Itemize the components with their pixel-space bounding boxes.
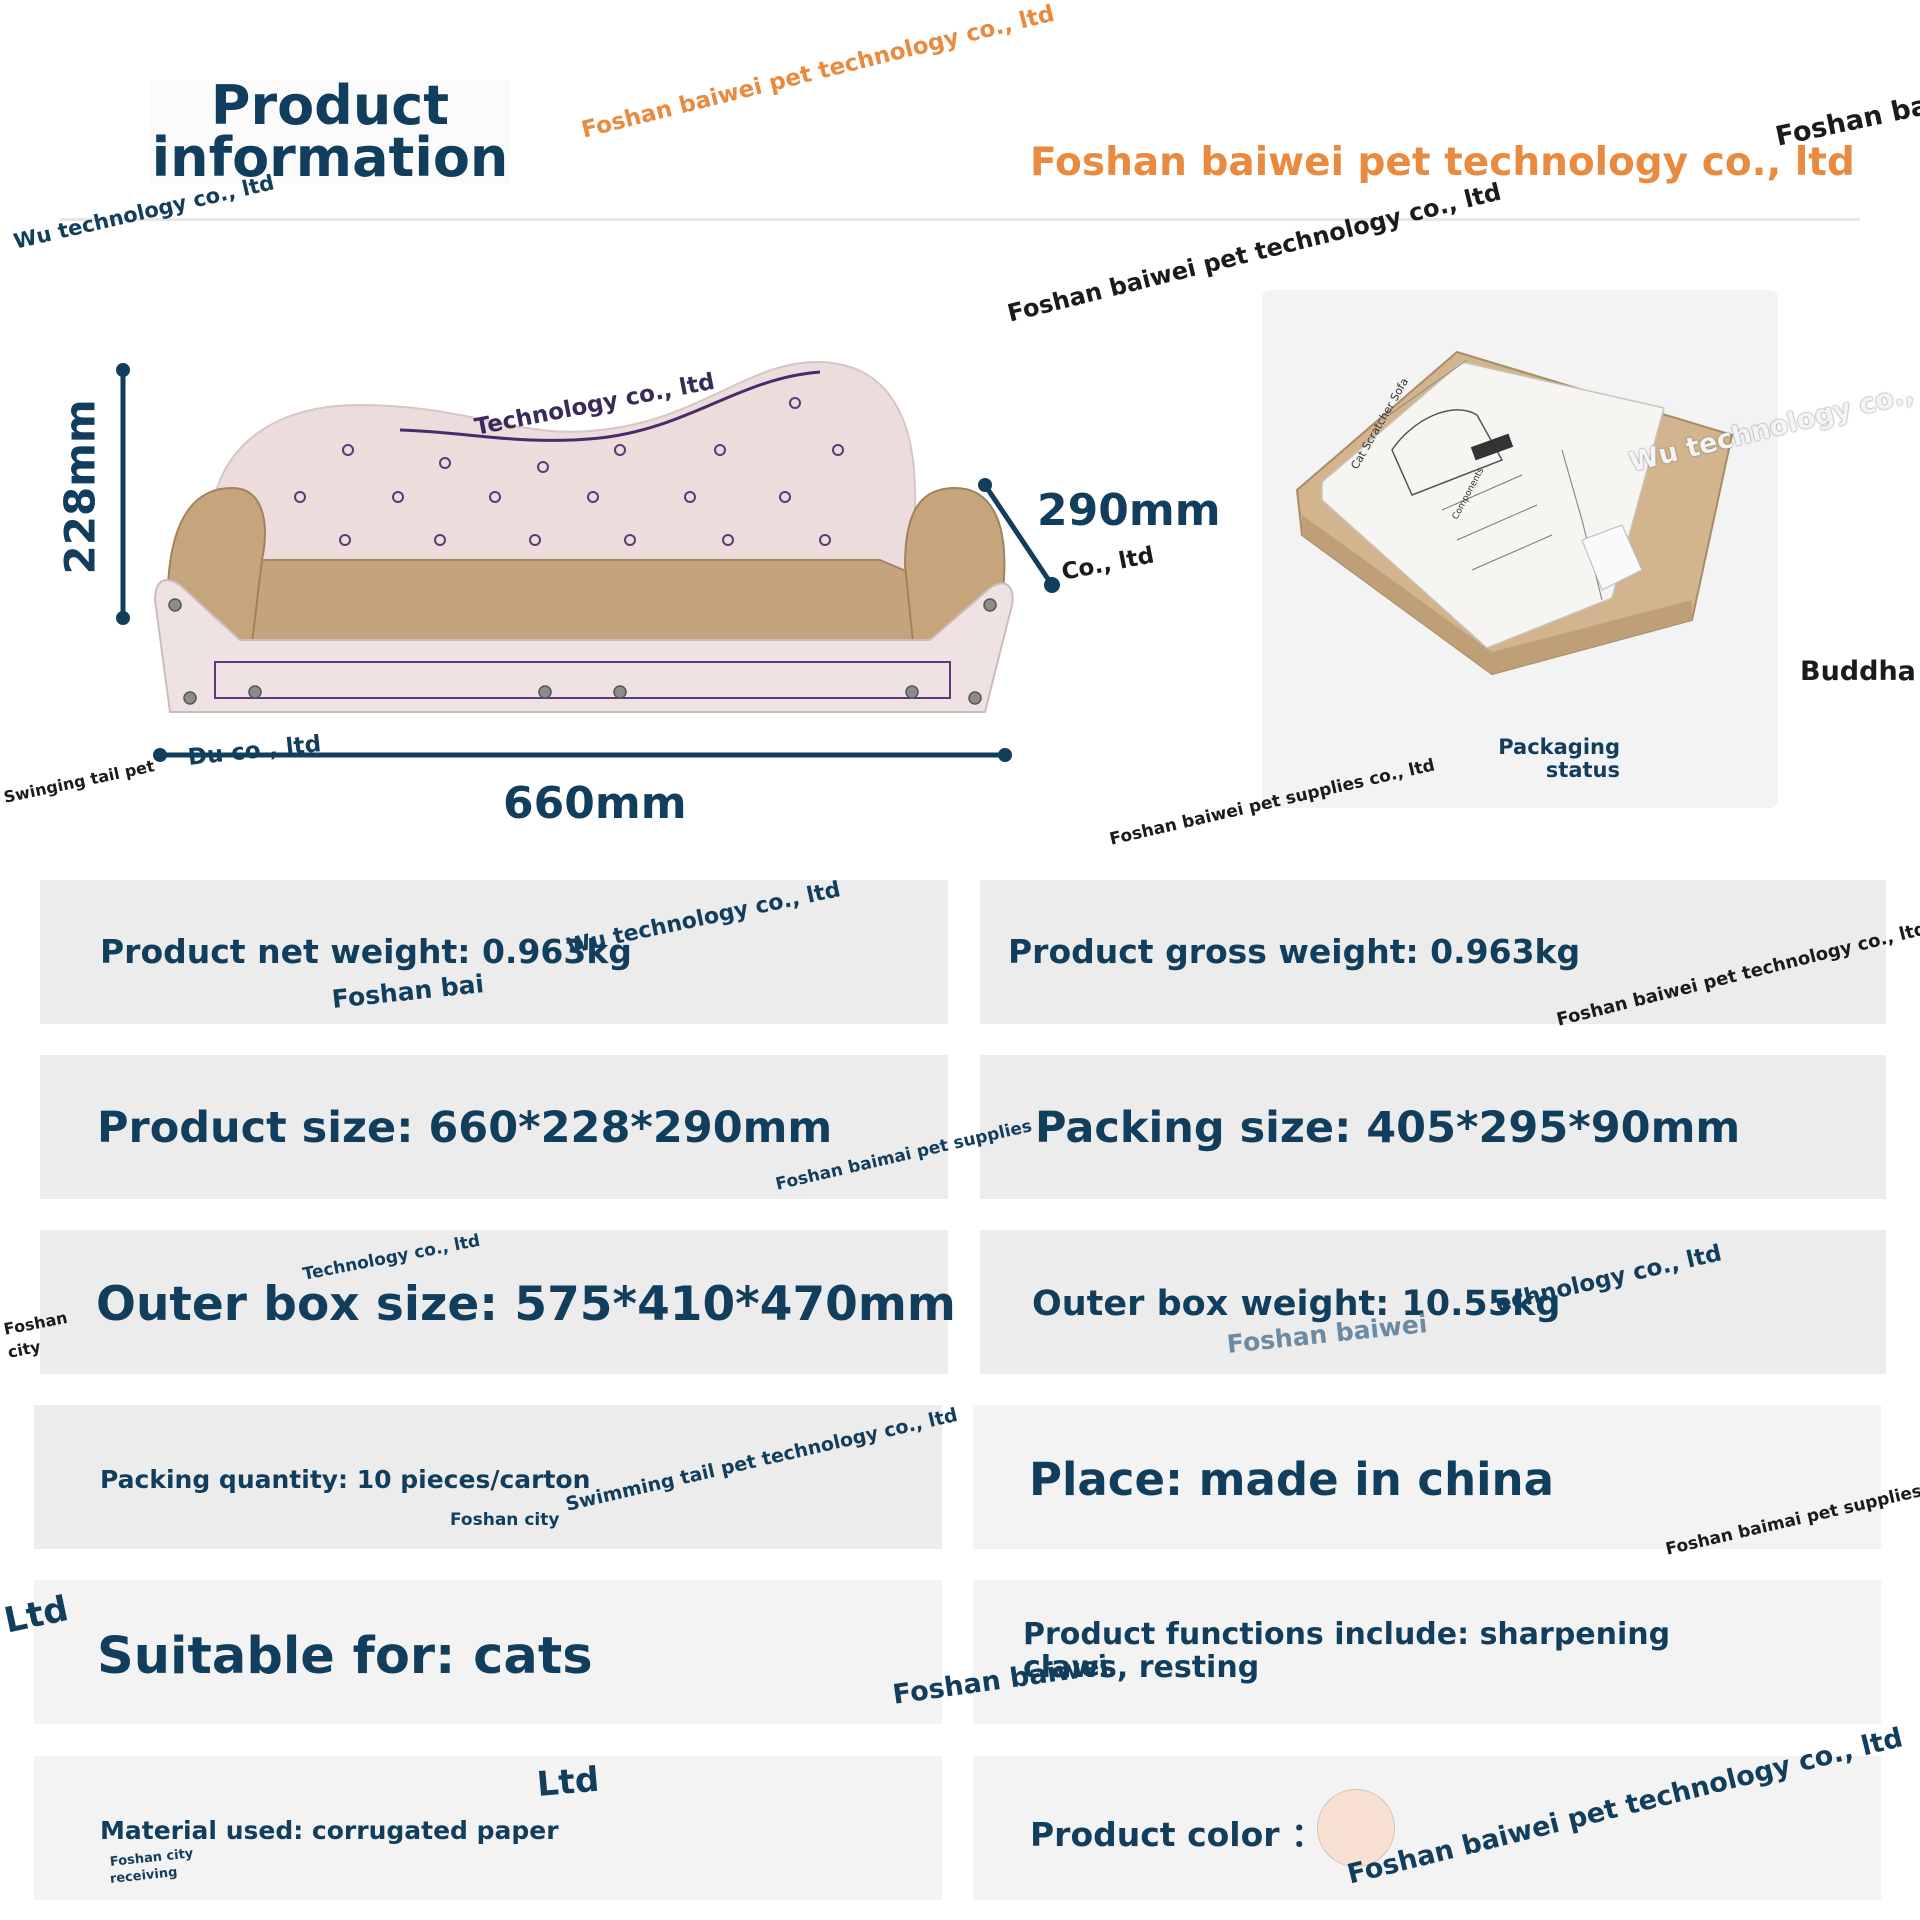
suitable-for-text: Suitable for: cats: [97, 1627, 593, 1686]
material-text: Material used: corrugated paper: [100, 1816, 559, 1845]
spec-outer-box-size: Outer box size: 575*410*470mm: [40, 1230, 956, 1374]
page-title: Product information: [150, 74, 510, 189]
spec-color: Product color ：: [973, 1756, 1881, 1900]
header-divider: [60, 218, 1860, 221]
outer-box-size-text: Outer box size: 575*410*470mm: [96, 1277, 956, 1332]
net-weight-text: Product net weight: 0.963kg: [100, 932, 632, 971]
sofa-back-panel: [214, 360, 916, 601]
spec-net-weight: Product net weight: 0.963kg: [40, 880, 948, 1024]
title-line-1: Product: [210, 74, 450, 137]
spec-material: Material used: corrugated paper: [34, 1756, 942, 1900]
depth-label: 290mm: [1037, 485, 1221, 536]
product-illustration: [116, 360, 1060, 762]
spec-gross-weight: Product gross weight: 0.963kg: [980, 880, 1886, 1024]
spec-packing-quantity: Packing quantity: 10 pieces/carton: [34, 1405, 942, 1549]
sofa-front-panel: [153, 579, 1014, 713]
brand-name: Foshan baiwei pet technology co., ltd: [1030, 140, 1855, 185]
packaging-label-line-1: Packaging: [1498, 735, 1620, 759]
watermark-22: Foshan city: [450, 1510, 560, 1530]
packaging-label: Packaging status: [1460, 736, 1620, 782]
height-label-wrap: 228mm: [50, 399, 110, 585]
spec-suitable-for: Suitable for: cats: [34, 1580, 942, 1724]
watermark-8: Buddha: [1800, 656, 1916, 687]
gross-weight-text: Product gross weight: 0.963kg: [1008, 932, 1581, 971]
place-text: Place: made in china: [1029, 1453, 1554, 1506]
packaging-image: Cat Scratcher Sofa Components: [1295, 350, 1734, 676]
color-swatch: [1317, 1789, 1395, 1867]
title-line-2: information: [151, 126, 509, 189]
spec-place: Place: made in china: [973, 1405, 1881, 1549]
watermark-1: Foshan baiwei pet technology co., ltd: [578, 0, 1058, 144]
packing-size-text: Packing size: 405*295*90mm: [1035, 1103, 1741, 1153]
color-label: Product color ：: [1030, 1815, 1325, 1854]
sofa-back-trim: [399, 370, 821, 442]
depth-dimension-line: [982, 483, 1055, 587]
spec-outer-box-weight: Outer box weight: 10.55kg: [980, 1230, 1886, 1374]
spec-functions: Product functions include: sharpening cl…: [973, 1580, 1881, 1724]
packaging-label-line-2: status: [1545, 758, 1620, 782]
width-label: 660mm: [503, 778, 687, 829]
packing-quantity-text: Packing quantity: 10 pieces/carton: [100, 1465, 591, 1494]
functions-text: Product functions include: sharpening cl…: [1023, 1617, 1671, 1685]
spec-product-size: Product size: 660*228*290mm: [40, 1055, 948, 1199]
outer-box-weight-text: Outer box weight: 10.55kg: [1032, 1284, 1561, 1324]
sofa-front-trim: [214, 661, 951, 699]
product-size-text: Product size: 660*228*290mm: [97, 1103, 833, 1153]
watermark-18: city: [6, 1336, 43, 1362]
watermark-3: Wu technology co., ltd: [11, 170, 277, 254]
height-label: 228mm: [55, 399, 105, 575]
spec-packing-size: Packing size: 405*295*90mm: [980, 1055, 1886, 1199]
watermark-26: Ltd: [535, 1759, 601, 1805]
